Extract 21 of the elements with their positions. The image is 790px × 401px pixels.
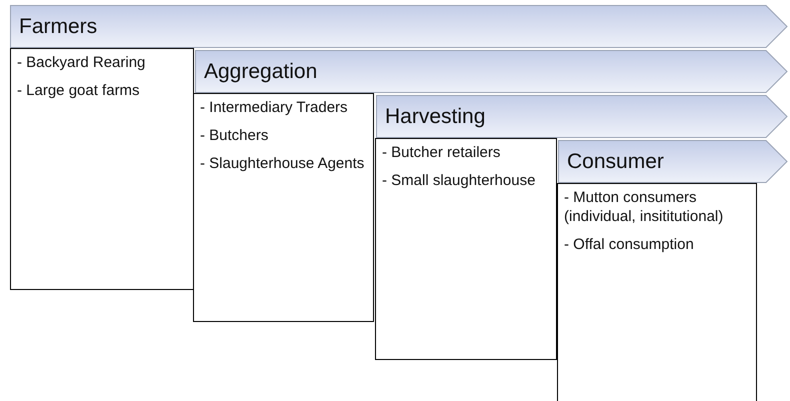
- chevron-banner: [376, 95, 788, 138]
- list-item: - Mutton consumers (individual, insititutional): [564, 188, 724, 226]
- list-box: [10, 48, 194, 290]
- list-item: - Slaughterhouse Agents: [200, 154, 366, 173]
- list-item: - Backyard Rearing: [17, 53, 146, 72]
- list-item: - Butchers: [200, 126, 270, 145]
- list-item: - Intermediary Traders: [200, 98, 349, 117]
- chevron-banner: [558, 140, 788, 183]
- list-item: - Small slaughterhouse: [382, 171, 536, 190]
- list-item: - Offal consumption: [564, 235, 695, 254]
- stage-title: Harvesting: [385, 105, 486, 129]
- list-item: - Butcher retailers: [382, 143, 502, 162]
- list-box: [375, 138, 557, 360]
- chevron-banner: [10, 5, 788, 48]
- list-box: [193, 93, 374, 322]
- stage-title: Farmers: [19, 15, 98, 39]
- list-item: - Large goat farms: [17, 81, 141, 100]
- stage-title: Aggregation: [204, 60, 318, 84]
- stage-title: Consumer: [567, 150, 664, 174]
- list-box: [557, 183, 757, 401]
- chevron-banner: [195, 50, 788, 93]
